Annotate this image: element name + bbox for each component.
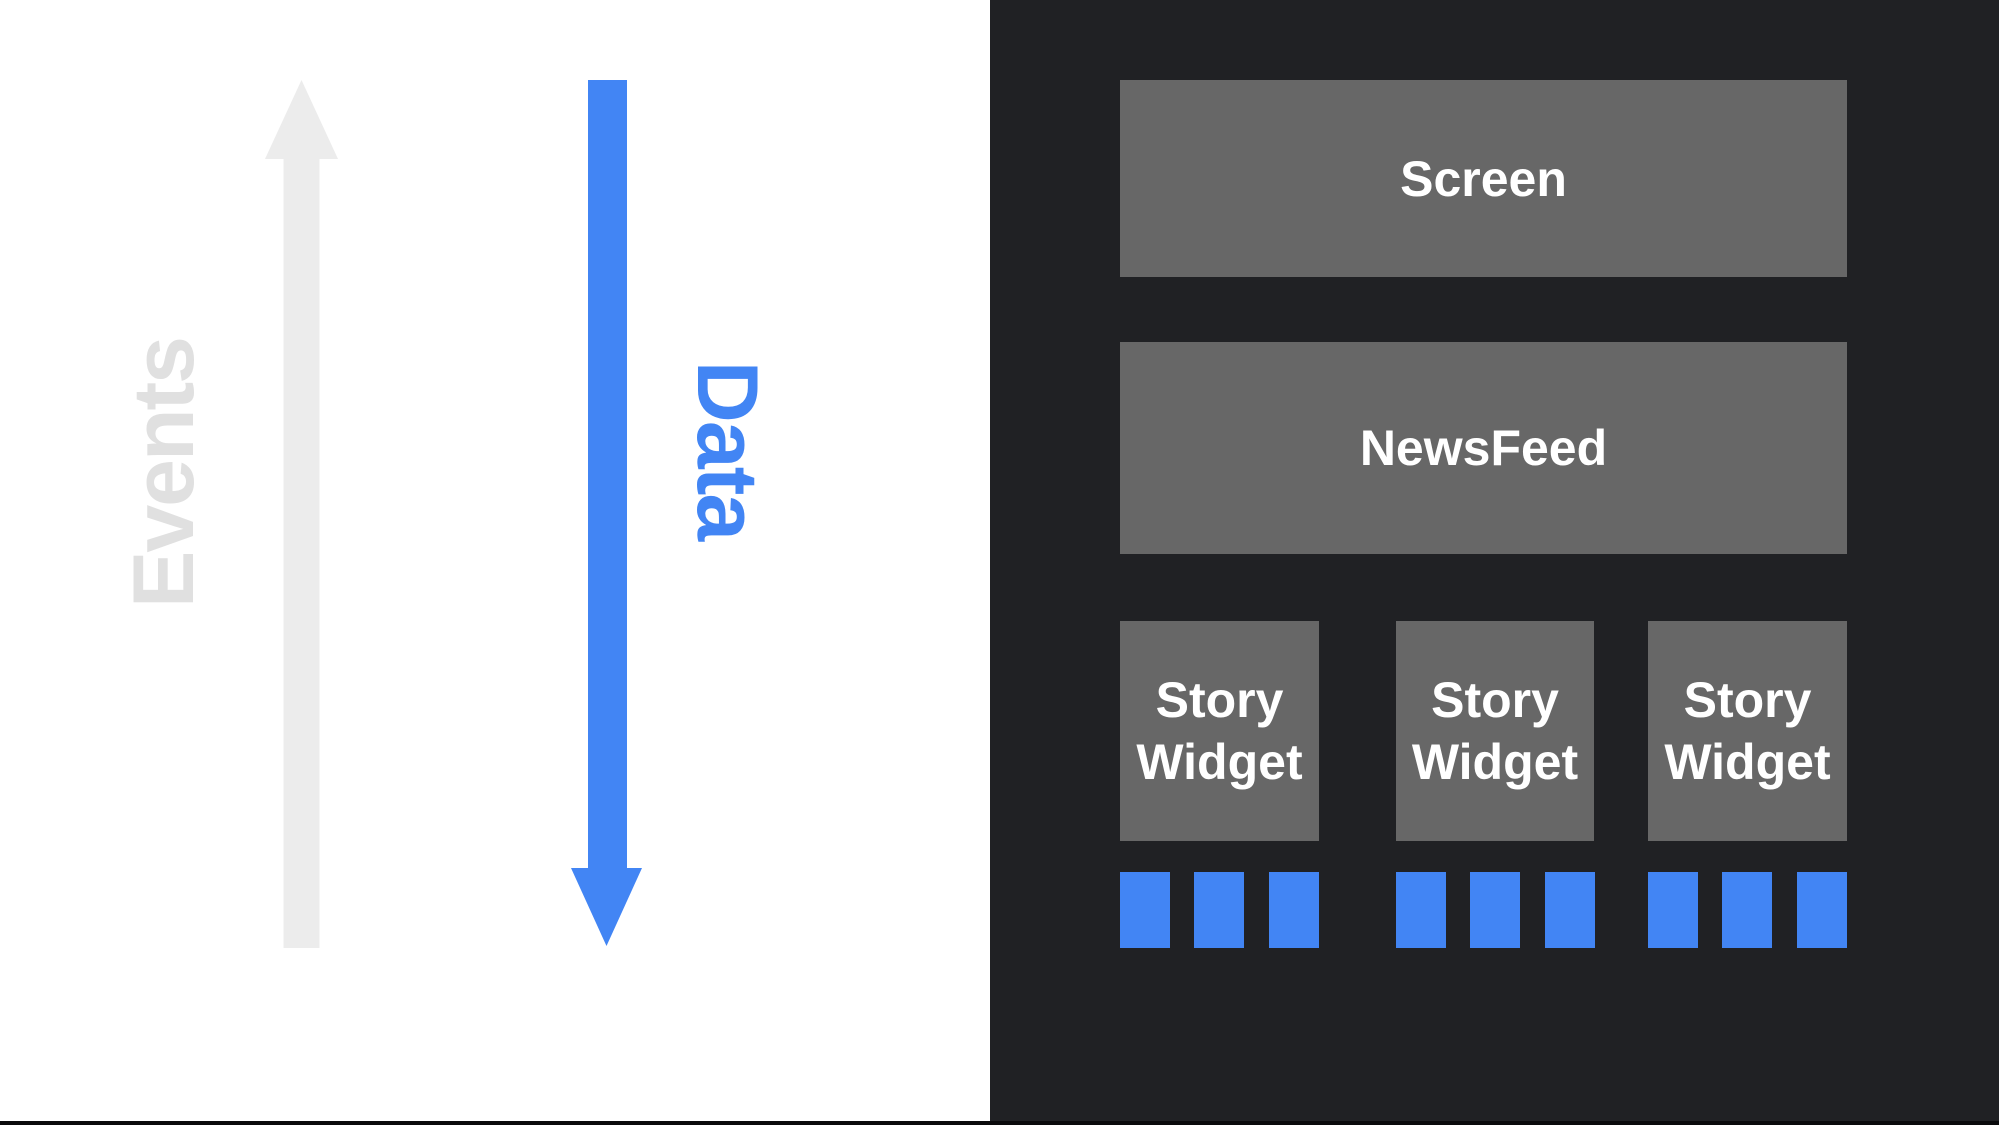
story-widget-box-2: Story Widget xyxy=(1396,621,1594,841)
data-block xyxy=(1120,872,1170,948)
bottom-edge-strip xyxy=(0,1121,1999,1125)
newsfeed-widget-label: NewsFeed xyxy=(1359,420,1608,476)
story-widget-label: Story Widget xyxy=(1411,672,1579,790)
story-widget-label: Story Widget xyxy=(1664,672,1831,790)
story-widget-box-1: Story Widget xyxy=(1120,621,1319,841)
story-widget-box-3: Story Widget xyxy=(1648,621,1847,841)
newsfeed-widget-box: NewsFeed xyxy=(1120,342,1847,554)
data-down-arrow-icon xyxy=(571,80,642,946)
events-up-arrow-icon xyxy=(265,80,338,948)
data-block xyxy=(1722,872,1772,948)
screen-widget-label: Screen xyxy=(1400,150,1567,207)
data-flow-label: Data xyxy=(679,360,775,540)
data-block xyxy=(1269,872,1319,948)
data-block xyxy=(1545,872,1595,948)
data-block xyxy=(1470,872,1520,948)
screen-widget-box: Screen xyxy=(1120,80,1847,277)
events-flow-label: Events xyxy=(116,337,212,609)
widget-tree-panel: Screen NewsFeed Story Widget Story Widge… xyxy=(990,0,1999,1121)
data-block xyxy=(1648,872,1698,948)
data-block xyxy=(1797,872,1847,948)
story-widget-label: Story Widget xyxy=(1136,672,1303,790)
data-block xyxy=(1194,872,1244,948)
data-block xyxy=(1396,872,1446,948)
